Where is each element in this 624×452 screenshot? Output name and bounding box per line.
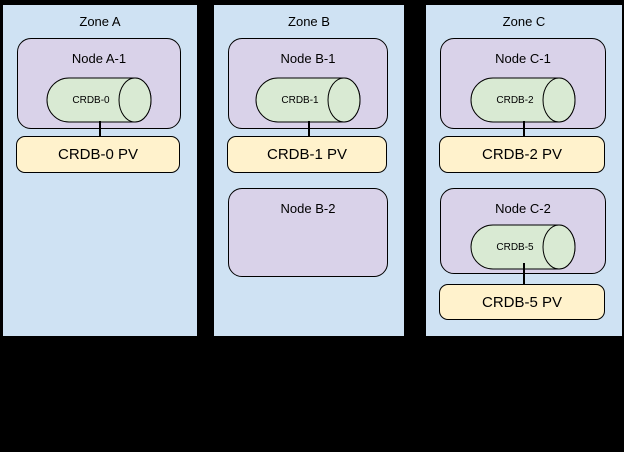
- zone-a: Zone A Node A-1 CRDB-0 CRDB-0 PV: [2, 4, 198, 337]
- crdb-5-pv: CRDB-5 PV: [439, 284, 605, 320]
- crdb-0-pv: CRDB-0 PV: [16, 136, 180, 173]
- node-b-2-title: Node B-2: [280, 201, 336, 216]
- node-c-1-pv-connector: [523, 121, 525, 137]
- crdb-1-label: CRDB-1: [281, 94, 319, 106]
- crdb-5-cylinder: CRDB-5: [470, 224, 576, 270]
- crdb-0-cylinder: CRDB-0: [46, 77, 152, 123]
- node-c-1-title: Node C-1: [495, 51, 551, 66]
- node-c-2-pv-connector: [523, 263, 525, 285]
- zone-c: Zone C Node C-1 CRDB-2 CRDB-2 PV Node C-…: [425, 4, 623, 337]
- database-cylinder-icon: [255, 77, 361, 123]
- zone-b-title: Zone B: [288, 14, 330, 29]
- node-b-2: Node B-2: [228, 188, 388, 277]
- node-b-1: Node B-1 CRDB-1: [228, 38, 388, 129]
- crdb-1-pv: CRDB-1 PV: [227, 136, 387, 173]
- node-c-2: Node C-2 CRDB-5: [440, 188, 606, 274]
- database-cylinder-icon: [46, 77, 152, 123]
- node-a-1-title: Node A-1: [71, 51, 127, 66]
- crdb-0-label: CRDB-0: [72, 94, 110, 106]
- node-b-1-pv-connector: [308, 121, 310, 137]
- zone-c-title: Zone C: [502, 14, 546, 29]
- database-cylinder-icon: [470, 77, 576, 123]
- node-b-1-title: Node B-1: [280, 51, 336, 66]
- crdb-1-cylinder: CRDB-1: [255, 77, 361, 123]
- zone-b: Zone B Node B-1 CRDB-1 CRDB-1 PV Node B-…: [213, 4, 405, 337]
- zone-a-title: Zone A: [79, 14, 121, 29]
- node-c-1: Node C-1 CRDB-2: [440, 38, 606, 129]
- database-cylinder-icon: [470, 224, 576, 270]
- node-a-1-pv-connector: [99, 121, 101, 137]
- node-c-2-title: Node C-2: [495, 201, 551, 216]
- node-a-1: Node A-1 CRDB-0: [17, 38, 181, 129]
- crdb-2-cylinder: CRDB-2: [470, 77, 576, 123]
- crdb-2-label: CRDB-2: [496, 94, 534, 106]
- crdb-2-pv: CRDB-2 PV: [439, 136, 605, 173]
- crdb-5-label: CRDB-5: [496, 241, 534, 253]
